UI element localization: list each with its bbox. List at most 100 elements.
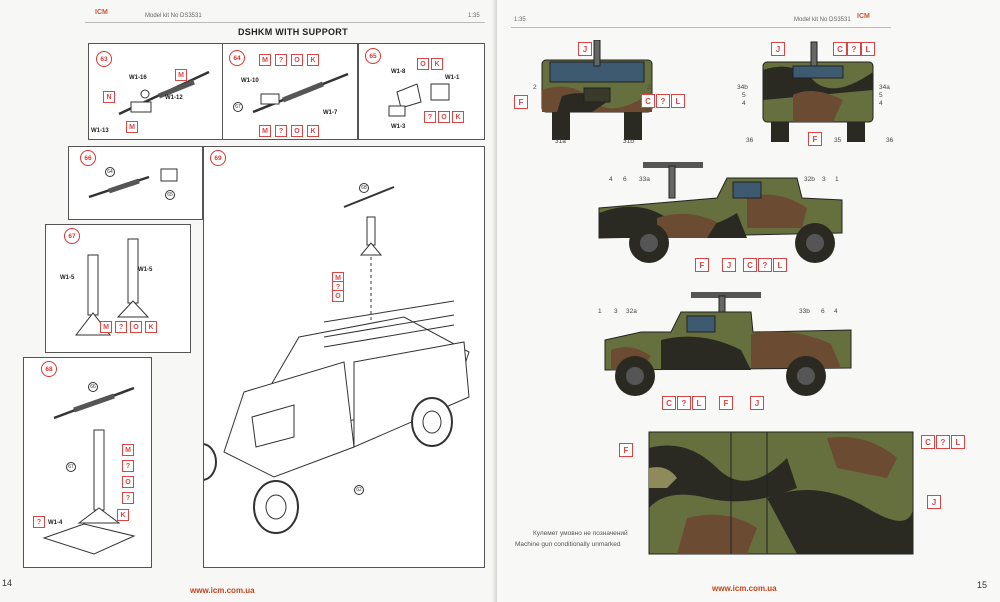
step-63-panel: 63 W1-16 W1-12 W1-13 M N M (88, 43, 223, 140)
decal-number: 1 (835, 176, 839, 183)
humvee-assembly-drawing (204, 186, 470, 534)
paint-mark: J (750, 396, 764, 410)
paint-mark: L (951, 435, 965, 449)
paint-mark: ? (33, 516, 45, 528)
paint-mark: F (695, 258, 709, 272)
paint-mark: ? (758, 258, 772, 272)
front-view-drawing (541, 40, 653, 140)
left-page: ICM Model kit No DS3531 1:35 DSHKM WITH … (0, 0, 497, 602)
paint-mark: K (431, 58, 443, 70)
step-66-panel: 66 64 65 (68, 146, 203, 220)
step-64-panel: 64 M ? O K W1-10 W1-7 67 M ? O K (222, 43, 358, 140)
paint-mark: J (771, 42, 785, 56)
decal-number: 3 (822, 176, 826, 183)
part-label: W1-8 (391, 69, 406, 75)
kit-number: Model kit No DS3531 (794, 17, 851, 23)
paint-mark: O (291, 125, 303, 137)
part-number: 62 (354, 485, 364, 495)
paint-mark: K (145, 321, 157, 333)
paint-mark: C (662, 396, 676, 410)
note-english: Machine gun conditionally unmarked (515, 541, 621, 548)
mount-drawing (42, 386, 136, 555)
paint-mark: ? (115, 321, 127, 333)
paint-mark: L (861, 42, 875, 56)
paint-mark: K (307, 125, 319, 137)
paint-mark: L (773, 258, 787, 272)
step-67-panel: 67 W1-5 W1-5 M ? O K (45, 224, 191, 353)
paint-mark: F (808, 132, 822, 146)
side-view-right-drawing (604, 292, 852, 396)
icm-logo: ICM (857, 13, 870, 20)
decal-number: 34b (737, 84, 748, 91)
decal-number: 33b (799, 308, 810, 315)
paint-mark: M (175, 69, 187, 81)
gun-drawing (118, 70, 210, 116)
gun-drawing (252, 72, 349, 114)
part-label: W1-13 (91, 128, 109, 134)
decal-number: 2 (533, 84, 537, 91)
step-number: 67 (64, 228, 80, 244)
part-number: 66 (88, 382, 98, 392)
step-number: 64 (229, 50, 245, 66)
paint-mark: J (722, 258, 736, 272)
decal-number: 4 (742, 100, 746, 107)
paint-mark: C (641, 94, 655, 108)
decal-number: 31b (623, 138, 634, 145)
note-ukrainian: Кулемет умовно не позначений (533, 530, 628, 537)
decal-number: 1 (598, 308, 602, 315)
top-view-drawing (648, 431, 914, 555)
part-label: W1-3 (391, 124, 406, 130)
icm-logo: ICM (95, 9, 108, 16)
step-68-panel: 68 66 67 M ? O ? K ? W1-4 (23, 357, 152, 568)
paint-mark: F (514, 95, 528, 109)
step-number: 68 (41, 361, 57, 377)
part-label: W1-12 (165, 95, 183, 101)
decal-number: 2 (647, 84, 651, 91)
paint-mark: O (122, 476, 134, 488)
paint-mark: M (259, 54, 271, 66)
part-label: W1-5 (138, 267, 153, 273)
gun-drawing (88, 168, 178, 199)
decal-number: 35 (834, 137, 842, 144)
paint-mark: M (100, 321, 112, 333)
paint-mark: ? (122, 460, 134, 472)
decal-number: 32a (626, 308, 637, 315)
part-label: W1-16 (129, 75, 147, 81)
step-65-panel: 65 O K W1-8 W1-1 W1-3 ? O K (358, 43, 485, 140)
paint-mark: K (117, 509, 129, 521)
part-label: W1-1 (445, 75, 460, 81)
decal-number: 36 (886, 137, 894, 144)
part-number: 68 (359, 183, 369, 193)
scale-label: 1:35 (514, 17, 526, 23)
step-number: 66 (80, 150, 96, 166)
paint-mark: O (332, 290, 344, 302)
scale-label: 1:35 (468, 13, 480, 19)
paint-mark: O (130, 321, 142, 333)
header-rule (511, 27, 891, 28)
paint-mark: ? (936, 435, 950, 449)
decal-number: 4 (834, 308, 838, 315)
step-number: 63 (96, 51, 112, 67)
footer-url: www.icm.com.ua (712, 584, 777, 593)
paint-mark: ? (122, 492, 134, 504)
paint-mark: K (307, 54, 319, 66)
paint-mark: C (743, 258, 757, 272)
paint-mark: ? (424, 111, 436, 123)
paint-mark: ? (275, 125, 287, 137)
paint-mark: M (122, 444, 134, 456)
header-rule (85, 22, 485, 23)
part-label: W1-4 (48, 520, 63, 526)
paint-mark: J (927, 495, 941, 509)
paint-mark: ? (275, 54, 287, 66)
paint-mark: N (103, 91, 115, 103)
kit-number: Model kit No DS3531 (145, 13, 202, 19)
step-69-panel: 69 68 M ? O 62 (203, 146, 485, 568)
part-number: 65 (165, 190, 175, 200)
paint-mark: F (619, 443, 633, 457)
decal-number: 6 (821, 308, 825, 315)
decal-number: 5 (742, 92, 746, 99)
bracket-drawing (388, 83, 450, 117)
paint-mark: ? (677, 396, 691, 410)
decal-number: 4 (879, 100, 883, 107)
part-label: W1-5 (60, 275, 75, 281)
